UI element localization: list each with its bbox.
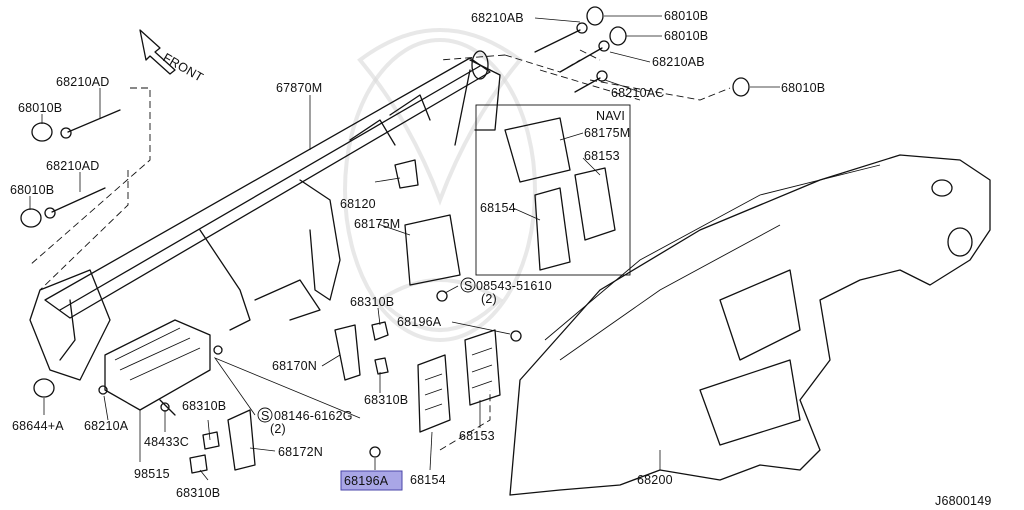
navi-bracket-68154 — [534, 187, 571, 271]
label-68175M: 68175M — [354, 217, 400, 231]
s-mark-08146: S — [261, 409, 270, 423]
label-68175M-navi: 68175M — [584, 126, 630, 140]
leader-lines — [29, 15, 780, 481]
label-68310B-3: 68310B — [182, 399, 226, 413]
label-48433C: 48433C — [144, 435, 189, 449]
label-68310B-2: 68310B — [364, 393, 408, 407]
label-68172N: 68172N — [278, 445, 323, 459]
label-68210AB-2: 68210AB — [652, 55, 705, 69]
label-68153: 68153 — [459, 429, 495, 443]
s-mark-08543: S — [464, 279, 473, 293]
label-68210AD-1: 68210AD — [56, 75, 110, 89]
label-68010B-1: 68010B — [664, 9, 708, 23]
label-68154-navi: 68154 — [480, 201, 516, 215]
airbag-module — [104, 319, 211, 416]
label-68010B-4: 68010B — [18, 101, 62, 115]
screw-fasteners — [98, 290, 522, 458]
navi-label: NAVI — [596, 109, 625, 123]
bolt-68210AB — [534, 22, 610, 73]
label-67870M: 67870M — [276, 81, 322, 95]
front-label: FRONT — [161, 50, 206, 84]
s-circle-08543 — [460, 277, 476, 293]
bolt-68210AD — [44, 109, 121, 219]
cap-68644A — [33, 378, 55, 398]
label-68200: 68200 — [637, 473, 673, 487]
bolt-68210AC — [574, 70, 608, 93]
bracket-68154 — [417, 354, 451, 433]
label-08146-6162G: 08146-6162G — [274, 409, 353, 423]
steering-member — [29, 50, 501, 381]
label-68196A: 68196A — [397, 315, 442, 329]
label-68210AD-2: 68210AD — [46, 159, 100, 173]
label-68210AC: 68210AC — [611, 86, 665, 100]
label-68310B-1: 68310B — [350, 295, 394, 309]
label-08543-51610: 08543-51610 — [476, 279, 552, 293]
navi-box — [475, 104, 631, 276]
label-08543-qty: (2) — [481, 292, 497, 306]
bracket-68153 — [464, 329, 501, 406]
label-68010B-2: 68010B — [664, 29, 708, 43]
label-68210AB-1: 68210AB — [471, 11, 524, 25]
diagram-code: J6800149 — [935, 494, 992, 508]
part-labels: 68010B 68210AB 68010B 68210AB 68210AC 68… — [10, 9, 992, 508]
bracket-68120 — [394, 159, 419, 189]
label-68210A: 68210A — [84, 419, 129, 433]
highlight-box-68196A — [340, 470, 403, 491]
navi-bracket-68175M — [504, 117, 571, 183]
watermark-emblem — [343, 28, 537, 342]
label-68153-navi: 68153 — [584, 149, 620, 163]
label-68644A: 68644+A — [12, 419, 64, 433]
nut-68310B — [189, 321, 389, 474]
cap-68010B — [20, 6, 750, 228]
instrument-panel — [509, 154, 991, 496]
s-circle-08146 — [257, 407, 273, 423]
bracket-68175M — [404, 214, 461, 286]
bracket-68170N — [227, 324, 361, 471]
label-68196A-highlighted: 68196A — [344, 474, 389, 488]
label-98515: 98515 — [134, 467, 170, 481]
label-68170N: 68170N — [272, 359, 317, 373]
navi-bracket-68153 — [574, 167, 616, 241]
label-68310B-4: 68310B — [176, 486, 220, 500]
label-68010B-5: 68010B — [10, 183, 54, 197]
label-68010B-3: 68010B — [781, 81, 825, 95]
label-68120: 68120 — [340, 197, 376, 211]
label-08146-qty: (2) — [270, 422, 286, 436]
front-arrow-icon — [139, 29, 176, 75]
label-68154: 68154 — [410, 473, 446, 487]
